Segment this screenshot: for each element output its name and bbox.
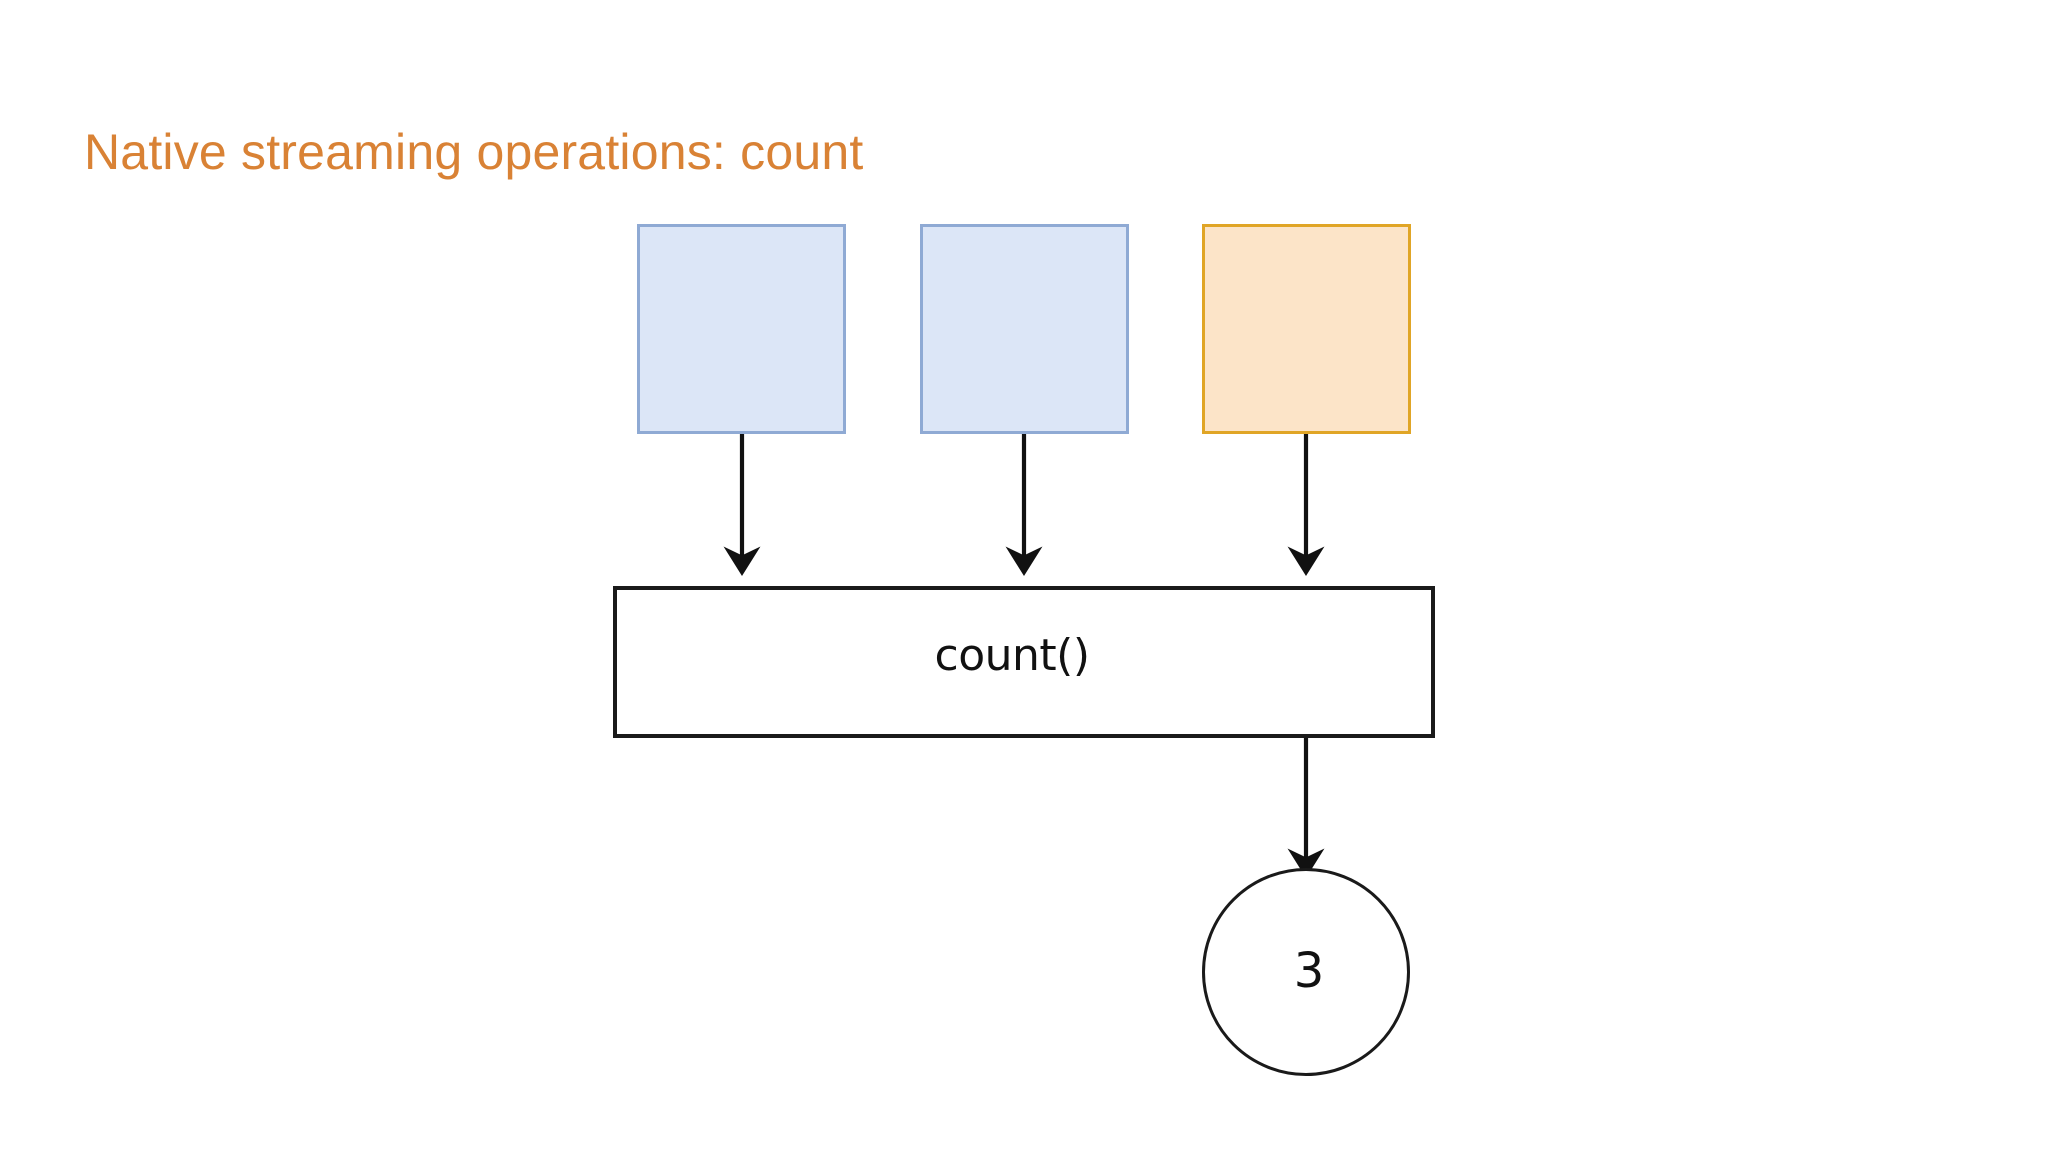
input-record-box-2[interactable] bbox=[920, 224, 1129, 434]
result-circle[interactable]: 3 bbox=[1202, 868, 1410, 1076]
operator-box-count[interactable]: count() bbox=[613, 586, 1435, 738]
result-value: 3 bbox=[1293, 943, 1325, 999]
input-record-box-1[interactable] bbox=[637, 224, 846, 434]
input-record-box-3[interactable] bbox=[1202, 224, 1411, 434]
page-title: Native streaming operations: count bbox=[84, 124, 864, 180]
operator-label: count() bbox=[934, 630, 1090, 681]
